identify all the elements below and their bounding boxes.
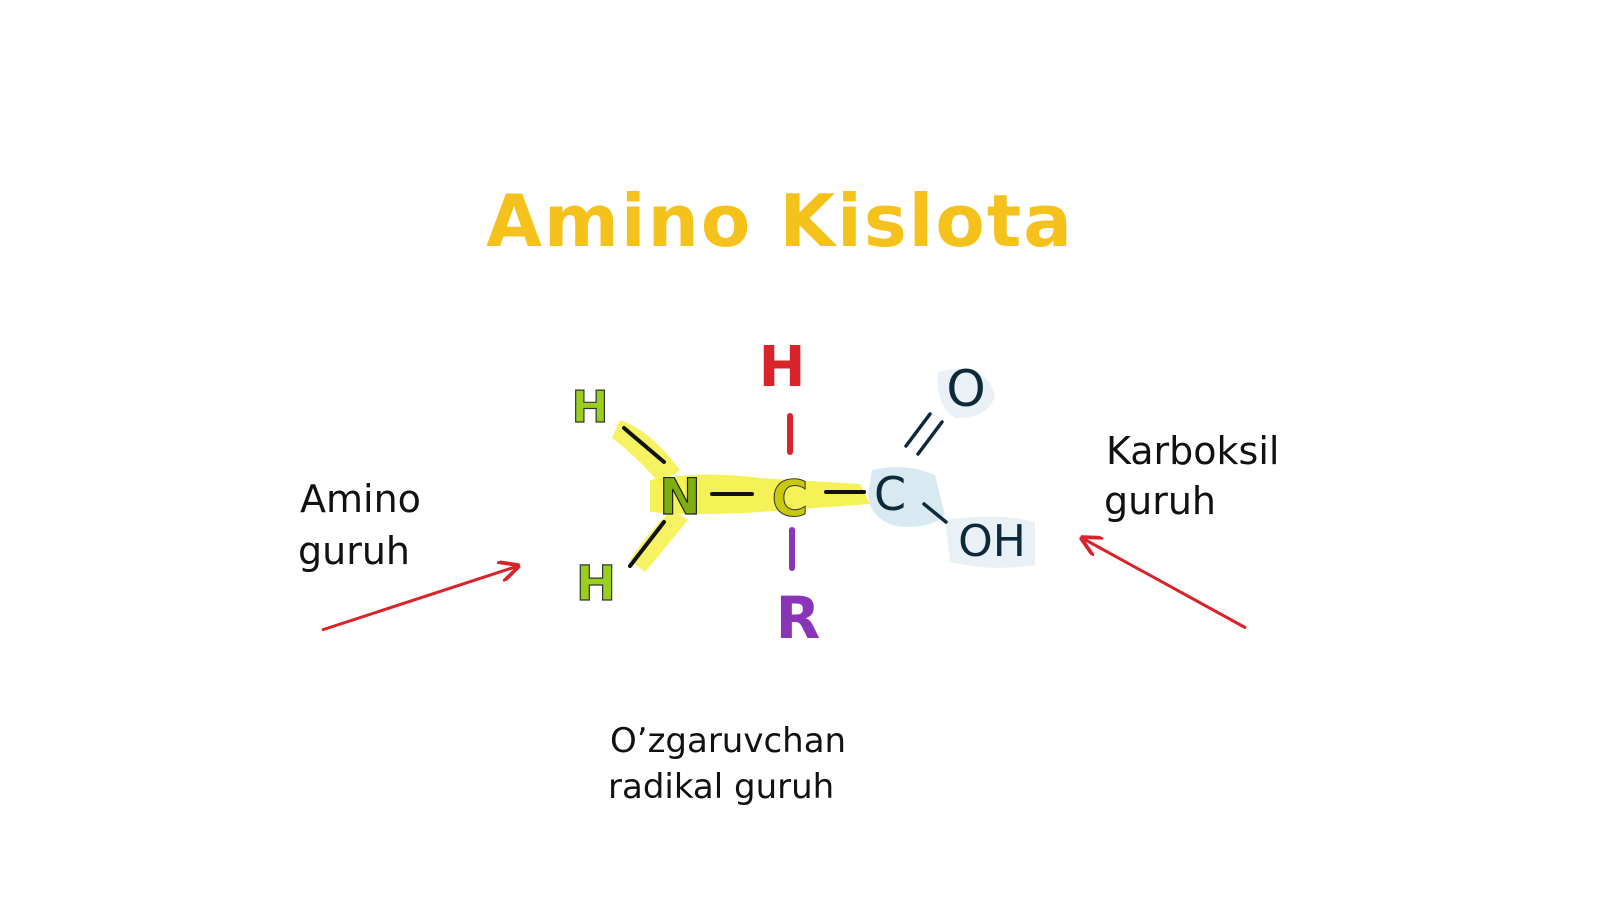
arrows [321,538,1247,632]
atom-h-top-left: H [572,382,609,433]
bond-h-n-top [622,426,666,464]
atom-r: R [776,584,821,652]
label-radical-line2: radikal guruh [608,767,834,807]
highlights [612,368,1035,572]
label-amino-line1: Amino [300,477,421,521]
atom-o-double: O [946,360,985,418]
atom-n: N [659,468,701,526]
label-carboxyl-line2: guruh [1104,479,1216,523]
bond-h-n-bottom [628,520,666,568]
carboxyl-o-highlight [937,368,995,418]
atoms: H H N C H R C O OH [571,335,1026,652]
atom-h-bottom-left: H [576,556,616,612]
diagram-title: Amino Kislota [486,179,1074,263]
label-amino-line2: guruh [298,529,410,573]
atom-h-top: H [759,335,806,400]
labels: Amino guruh Karboksil guruh O’zgaruvchan… [298,429,1279,807]
label-radical-line1: O’zgaruvchan [610,721,846,761]
arrow-amino [321,566,518,632]
bond-c-o-double-2 [916,420,944,456]
bond-c-o-double-1 [904,412,932,448]
amino-highlight [650,474,870,514]
bonds [622,412,948,571]
atom-oh: OH [958,516,1026,567]
amino-bottom-highlight [630,510,688,572]
amino-top-highlight [612,420,680,484]
arrow-carboxyl [1082,538,1247,630]
atom-c-carboxyl: C [874,467,906,521]
atom-c-alpha: C [772,470,809,528]
bond-c-oh [922,502,948,524]
carboxyl-oh-highlight [945,516,1035,568]
carboxyl-highlight [868,466,945,527]
label-carboxyl-line1: Karboksil [1106,429,1279,473]
